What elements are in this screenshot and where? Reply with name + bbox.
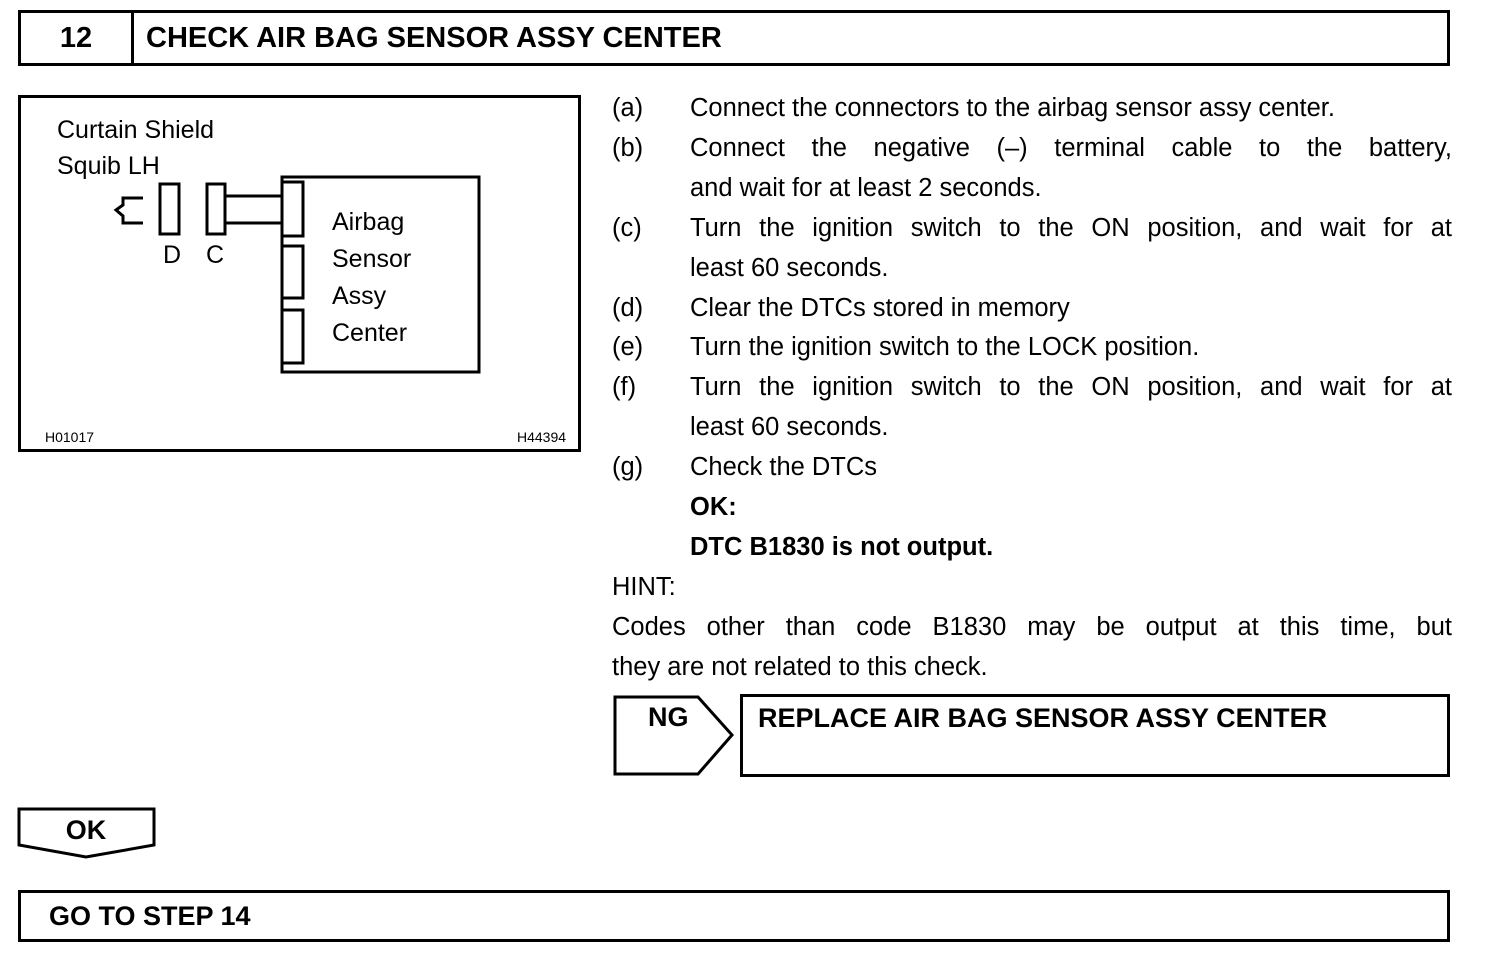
sensor-connector-3 <box>280 308 305 365</box>
step-text-line: Turn the ignition switch to the ON posit… <box>690 373 1452 401</box>
figure-code-left: H01017 <box>45 429 94 445</box>
hint-line: they are not related to this check. <box>612 653 988 681</box>
ok-arrow-icon <box>17 807 156 859</box>
wiring-diagram-svg: Curtain Shield Squib LH D C Airbag Senso… <box>45 116 566 445</box>
ng-action-box: REPLACE AIR BAG SENSOR ASSY CENTER <box>740 694 1450 777</box>
connector-d-shape <box>158 182 181 236</box>
sensor-label-line1: Airbag <box>332 208 404 236</box>
step-text-line: Turn the ignition switch to the LOCK pos… <box>690 333 1200 361</box>
squib-label-line1: Curtain Shield <box>57 116 214 144</box>
step-text-line: Clear the DTCs stored in memory <box>690 294 1070 322</box>
ok-criteria-label: OK: <box>690 493 737 521</box>
step-text-line: Check the DTCs <box>690 453 878 481</box>
wiring-diagram: Curtain Shield Squib LH D C Airbag Senso… <box>18 95 581 452</box>
figure-code-right: H44394 <box>517 429 566 445</box>
ng-arrow-icon <box>613 695 735 776</box>
step-text-line: least 60 seconds. <box>690 413 889 441</box>
ng-action-text: REPLACE AIR BAG SENSOR ASSY CENTER <box>758 703 1328 733</box>
step-text-line: Turn the ignition switch to the ON posit… <box>690 214 1452 242</box>
sensor-label-line3: Assy <box>332 282 387 310</box>
step-letter: (g) <box>612 453 644 481</box>
sensor-label-line4: Center <box>332 319 407 347</box>
squib-notch-shape <box>113 196 143 225</box>
hint-label: HINT: <box>612 573 676 601</box>
step-letter: (e) <box>612 333 644 361</box>
goto-step-text: GO TO STEP 14 <box>49 900 251 931</box>
ok-criteria-text: DTC B1830 is not output. <box>690 533 994 561</box>
step-letter: (c) <box>612 214 642 242</box>
step-letter: (b) <box>612 134 644 162</box>
sensor-connector-1 <box>280 180 305 238</box>
step-number: 12 <box>21 13 134 63</box>
step-letter: (f) <box>612 373 637 401</box>
squib-label-line2: Squib LH <box>57 152 160 180</box>
ok-label: OK <box>65 815 107 845</box>
step-text-line: and wait for at least 2 seconds. <box>690 174 1042 202</box>
step-header: 12 CHECK AIR BAG SENSOR ASSY CENTER <box>18 10 1450 66</box>
hint-body: Codes other than code B1830 may be outpu… <box>612 607 1452 687</box>
goto-step-box: GO TO STEP 14 <box>18 890 1450 942</box>
step-letter: (a) <box>612 94 644 122</box>
connector-c-shape <box>205 182 227 236</box>
sensor-connector-2 <box>280 244 305 300</box>
step-text-line: Connect the connectors to the airbag sen… <box>690 94 1335 122</box>
connector-c-label: C <box>206 241 224 269</box>
step-title: CHECK AIR BAG SENSOR ASSY CENTER <box>146 21 722 54</box>
sensor-label-line2: Sensor <box>332 245 411 273</box>
hint-line: Codes other than code B1830 may be outpu… <box>612 613 1452 641</box>
connector-d-label: D <box>163 241 181 269</box>
ng-label: NG <box>648 702 689 732</box>
step-letter: (d) <box>612 294 644 322</box>
step-text-line: Connect the negative (–) terminal cable … <box>690 134 1452 162</box>
step-text-line: least 60 seconds. <box>690 254 889 282</box>
